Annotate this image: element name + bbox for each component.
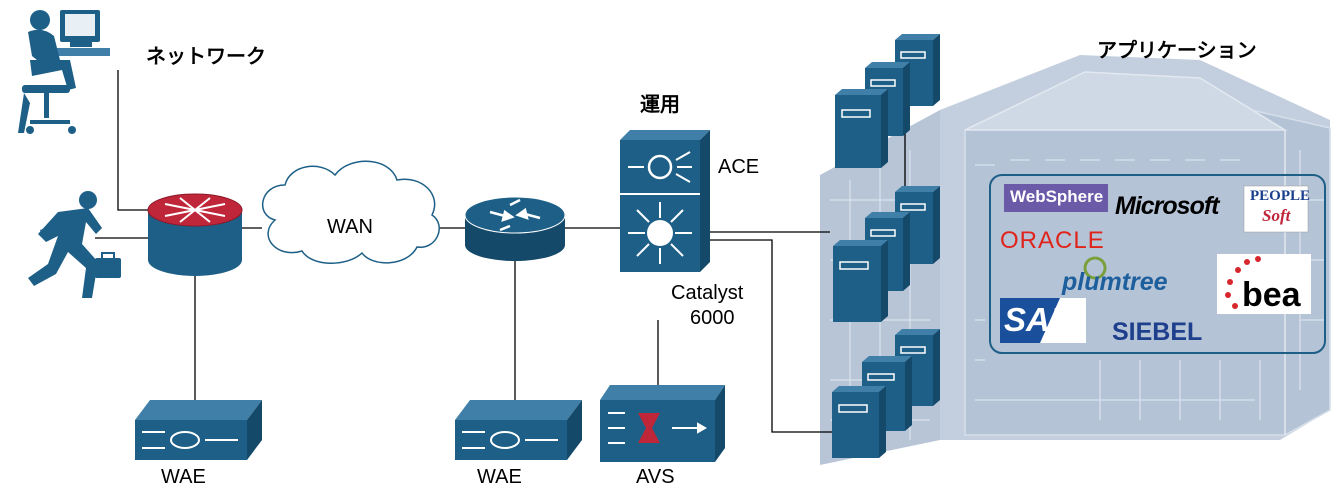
bea-logo: bea [1242, 276, 1301, 314]
catalyst-label-line1: Catalyst [671, 282, 744, 304]
peoplesoft-logo-line2: Soft [1262, 206, 1291, 225]
bea-logo-bg [1217, 254, 1311, 314]
wae-right-label: WAE [477, 466, 522, 488]
peoplesoft-logo-bg [1243, 185, 1309, 233]
edge-router-icon [147, 193, 243, 276]
sap-logo: SAP [1004, 301, 1072, 338]
microsoft-logo: Microsoft [1115, 192, 1219, 220]
wan-label: WAN [327, 216, 373, 238]
websphere-logo-bg [1004, 184, 1108, 212]
wae-left-icon [135, 400, 262, 460]
wan-cloud [261, 160, 440, 264]
catalyst-label-line2: 6000 [690, 307, 735, 329]
application-logos-panel [989, 174, 1326, 354]
network-label: ネットワーク [146, 44, 266, 68]
websphere-logo: WebSphere [1010, 187, 1104, 206]
core-router-icon [464, 196, 566, 261]
plumtree-logo: plumtree [1062, 268, 1168, 296]
avs-label: AVS [636, 466, 675, 488]
siebel-logo: SIEBEL [1112, 318, 1203, 346]
bea-swirl-icon [1225, 256, 1261, 309]
data-center-building [820, 55, 1331, 465]
connection-lines [95, 70, 906, 433]
wae-left-label: WAE [161, 466, 206, 488]
operations-label: 運用 [640, 92, 680, 116]
plumtree-leaf-icon [1083, 256, 1107, 280]
user-at-computer-icon [18, 10, 110, 134]
server-group [832, 34, 940, 458]
catalyst-switch-icon [620, 130, 710, 272]
peoplesoft-logo-line1: PEOPLE [1250, 188, 1311, 204]
ace-label: ACE [718, 156, 760, 178]
avs-appliance-icon [600, 385, 725, 462]
wae-right-icon [455, 400, 582, 460]
oracle-logo: ORACLE [1000, 227, 1105, 254]
mobile-user-icon [28, 191, 121, 298]
applications-label: アプリケーション [1097, 38, 1257, 62]
sap-logo-cut [1040, 298, 1086, 343]
